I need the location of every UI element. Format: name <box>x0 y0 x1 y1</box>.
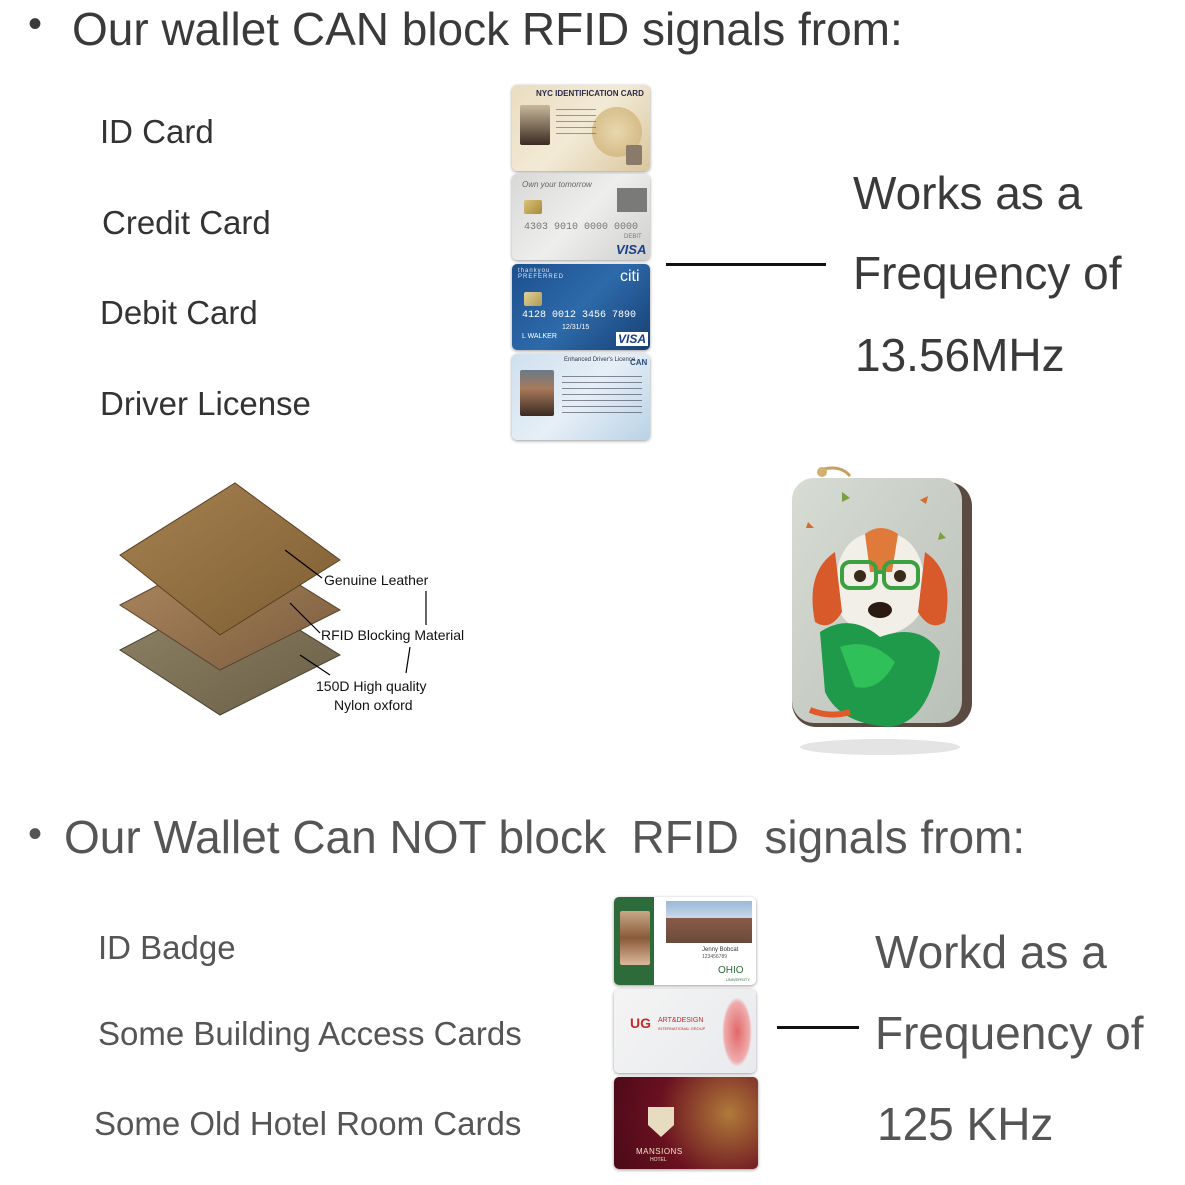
id-card-image: NYC IDENTIFICATION CARD <box>512 85 650 171</box>
credit-card-brand-box <box>617 188 647 212</box>
driver-license-image: Enhanced Driver's Licence CAN <box>512 354 650 440</box>
credit-card-script: Own your tomorrow <box>522 180 592 189</box>
label-nylon-1: 150D High quality <box>316 678 427 694</box>
badge-number: 123456789 <box>702 954 728 960</box>
credit-card-number: 4303 9010 0000 0000 <box>524 222 639 233</box>
hotel-name: MANSIONS <box>636 1147 683 1156</box>
license-country: CAN <box>630 358 648 367</box>
hotel-sub: HOTEL <box>650 1157 667 1163</box>
item-id-card: ID Card <box>100 113 214 150</box>
access-card-sub: INTERNATIONAL GROUP <box>658 1026 706 1031</box>
item-credit-card: Credit Card <box>102 204 271 241</box>
id-badge-image: Student Jenny Bobcat 123456789 OHIO UNIV… <box>614 897 756 985</box>
id-photo <box>520 105 550 145</box>
heading-cannot-block: Our Wallet Can NOT block RFID signals fr… <box>64 811 1026 863</box>
leather-layer <box>119 482 341 636</box>
access-card-brand: ART&DESIGN <box>658 1017 704 1024</box>
hotel-crest-icon <box>648 1107 674 1137</box>
debit-card-expiry: 12/31/15 <box>562 324 590 331</box>
badge-school-sub: UNIVERSITY <box>726 977 751 982</box>
license-title: Enhanced Driver's Licence <box>564 357 636 363</box>
item-id-badge: ID Badge <box>98 929 236 966</box>
chip-icon <box>524 200 542 214</box>
frequency-line-2-bottom: Frequency of <box>875 1007 1144 1059</box>
label-genuine-leather: Genuine Leather <box>324 572 429 588</box>
hotel-card-image: MANSIONS HOTEL <box>614 1077 758 1169</box>
id-small-photo <box>626 145 642 165</box>
item-driver-license: Driver License <box>100 385 311 422</box>
heading-can-block: Our wallet CAN block RFID signals from: <box>72 3 903 55</box>
frequency-value-bottom: 125 KHz <box>877 1098 1054 1150</box>
id-card-title: NYC IDENTIFICATION CARD <box>536 89 644 98</box>
debit-card-program: thankyou PREFERRED <box>518 268 565 280</box>
credit-card-image: Own your tomorrow 4303 9010 0000 0000 DE… <box>512 174 650 260</box>
frequency-line-1: Works as a <box>853 167 1083 219</box>
connector-line-bottom <box>777 1026 859 1029</box>
visa-logo-debit: VISA <box>616 332 649 346</box>
frequency-value-top: 13.56MHz <box>855 329 1065 381</box>
connector-line-top <box>666 263 826 266</box>
access-card-image: UG ART&DESIGN INTERNATIONAL GROUP <box>614 989 756 1073</box>
item-building-access: Some Building Access Cards <box>98 1015 522 1052</box>
license-text-lines <box>562 376 642 416</box>
visa-logo-credit: VISA <box>616 242 647 257</box>
access-card-splash <box>722 997 752 1067</box>
pointer-leather <box>284 549 323 579</box>
frequency-line-1-bottom: Workd as a <box>875 926 1107 978</box>
bullet-cannot: • <box>28 812 43 856</box>
pointer-rfid <box>289 602 321 634</box>
pointer-nylon <box>299 654 331 676</box>
item-hotel-cards: Some Old Hotel Room Cards <box>94 1105 522 1142</box>
badge-photo <box>620 911 650 965</box>
badge-side-text: Student <box>654 909 663 937</box>
label-rfid-material: RFID Blocking Material <box>321 627 465 643</box>
credit-card-type: DEBIT <box>624 234 642 240</box>
license-photo <box>520 370 554 416</box>
citi-logo: citi <box>620 268 640 285</box>
id-text-lines <box>556 109 596 139</box>
debit-card-name: L WALKER <box>522 333 557 340</box>
access-card-logo: UG <box>630 1015 651 1031</box>
label-nylon-2: Nylon oxford <box>334 697 413 713</box>
badge-name: Jenny Bobcat <box>702 947 739 953</box>
badge-school: OHIO <box>718 965 744 976</box>
material-layers-diagram <box>119 482 427 716</box>
wallet-image <box>792 466 972 755</box>
bullet-can: • <box>28 2 43 46</box>
item-debit-card: Debit Card <box>100 294 258 331</box>
debit-card-image: thankyou PREFERRED citi 4128 0012 3456 7… <box>512 264 650 350</box>
bracket-line-2 <box>405 646 411 674</box>
chip-icon <box>524 292 542 306</box>
frequency-line-2: Frequency of <box>853 247 1122 299</box>
badge-building <box>666 901 752 943</box>
debit-card-number: 4128 0012 3456 7890 <box>522 310 637 321</box>
